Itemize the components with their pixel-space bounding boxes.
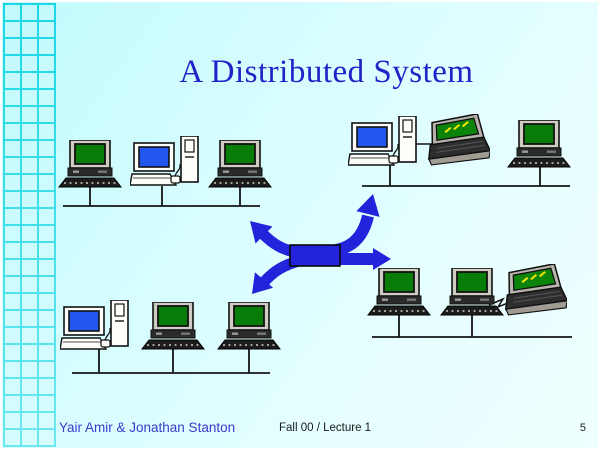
arrowhead-up-right <box>356 194 380 217</box>
laptop-link-bottom-right <box>488 297 514 309</box>
drops-top-right <box>389 164 541 186</box>
workstation-tower-icon <box>130 136 199 186</box>
central-router-arrows <box>250 194 391 294</box>
grid-pattern-decoration <box>3 3 56 447</box>
slide-title: A Distributed System <box>179 54 474 90</box>
drops-bottom-left <box>98 346 250 373</box>
page-number: 5 <box>579 422 586 434</box>
network-bottom-left <box>60 300 281 350</box>
arrowhead-up-left <box>250 221 273 244</box>
footer-authors: Yair Amir & Jonathan Stanton <box>59 420 236 435</box>
desktop-computer-icon <box>367 268 431 316</box>
desktop-computer-icon <box>217 302 281 350</box>
desktop-computer-icon <box>440 268 504 316</box>
laptop-computer-icon <box>426 114 490 166</box>
desktop-computer-icon <box>208 140 272 188</box>
arrowhead-right <box>373 248 391 270</box>
laptop-computer-icon <box>503 264 567 316</box>
router-node <box>289 244 341 267</box>
desktop-computer-icon <box>58 140 122 188</box>
network-top-left <box>58 136 272 188</box>
footer-course: Fall 00 / Lecture 1 <box>279 422 372 434</box>
desktop-computer-icon <box>507 120 571 168</box>
network-bottom-right <box>367 264 567 316</box>
workstation-tower-icon <box>348 116 417 166</box>
workstation-tower-icon <box>60 300 129 350</box>
network-top-right <box>348 114 571 168</box>
desktop-computer-icon <box>141 302 205 350</box>
arrowhead-down-left <box>252 272 274 294</box>
drops-bottom-right <box>398 312 473 337</box>
